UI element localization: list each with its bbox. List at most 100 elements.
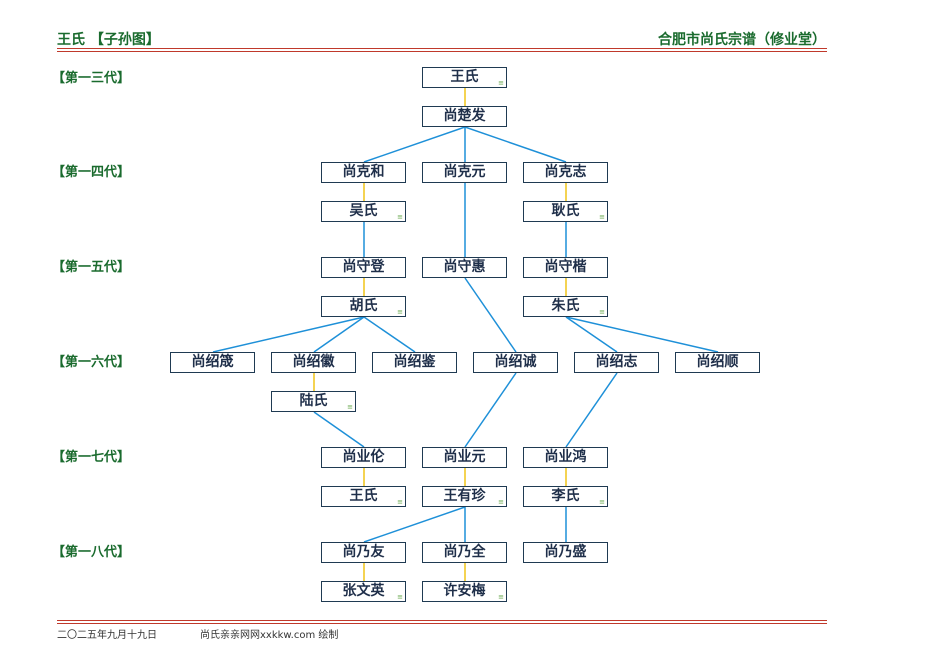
descent-line — [464, 126, 567, 163]
person-name: 朱氏 — [551, 298, 580, 314]
person-box[interactable]: 尚绍志 — [574, 352, 659, 373]
descent-line — [565, 372, 618, 448]
descent-line — [363, 506, 466, 543]
spouse-mark-icon: ≡ — [397, 498, 403, 506]
footer-date: 二〇二五年九月十九日 — [57, 630, 157, 641]
spouse-mark-icon: ≡ — [599, 213, 605, 221]
person-name: 尚乃全 — [443, 544, 486, 560]
spouse-mark-icon: ≡ — [347, 403, 353, 411]
person-box[interactable]: 尚乃盛 — [523, 542, 608, 563]
person-box[interactable]: 王氏 ≡ — [422, 67, 507, 88]
person-box[interactable]: 王氏 ≡ — [321, 486, 406, 507]
person-box[interactable]: 许安梅 ≡ — [422, 581, 507, 602]
descent-lines — [212, 126, 719, 543]
person-name: 尚绍志 — [595, 354, 638, 370]
person-name: 尚绍顺 — [696, 354, 739, 370]
descent-line — [363, 126, 466, 163]
generation-label-17: 【第一七代】 — [52, 450, 131, 465]
person-box[interactable]: 尚乃全 — [422, 542, 507, 563]
person-box[interactable]: 耿氏 ≡ — [523, 201, 608, 222]
person-box[interactable]: 尚楚发 — [422, 106, 507, 127]
person-name: 李氏 — [551, 488, 580, 504]
generation-label-16: 【第一六代】 — [52, 355, 131, 370]
spouse-lines — [313, 88, 567, 581]
person-name: 王有珍 — [443, 488, 486, 504]
person-box[interactable]: 尚绍徽 — [271, 352, 356, 373]
spouse-mark-icon: ≡ — [599, 308, 605, 316]
spouse-mark-icon: ≡ — [397, 213, 403, 221]
footer-credit: 尚氏亲亲网网xxkkw.com 绘制 — [200, 630, 339, 641]
person-name: 耿氏 — [551, 203, 580, 219]
person-name: 许安梅 — [443, 583, 486, 599]
descent-line — [313, 316, 365, 353]
header-rule-top — [57, 48, 827, 49]
person-box[interactable]: 尚绍鉴 — [372, 352, 457, 373]
person-name: 尚克和 — [342, 164, 385, 180]
person-box[interactable]: 尚克和 — [321, 162, 406, 183]
person-box[interactable]: 尚绍筬 — [170, 352, 255, 373]
person-box[interactable]: 尚守楷 — [523, 257, 608, 278]
person-name: 尚绍徽 — [292, 354, 335, 370]
person-box[interactable]: 胡氏 ≡ — [321, 296, 406, 317]
header-rule-bottom — [57, 51, 827, 52]
generation-label-18: 【第一八代】 — [52, 545, 131, 560]
descent-line — [565, 316, 719, 353]
person-name: 王氏 — [349, 488, 378, 504]
footer-rule-bottom — [57, 623, 827, 624]
spouse-mark-icon: ≡ — [498, 593, 504, 601]
person-name: 尚绍诚 — [494, 354, 537, 370]
person-name: 胡氏 — [349, 298, 378, 314]
person-box[interactable]: 陆氏 ≡ — [271, 391, 356, 412]
person-name: 尚绍鉴 — [393, 354, 436, 370]
spouse-mark-icon: ≡ — [498, 498, 504, 506]
person-name: 尚业伦 — [342, 449, 385, 465]
person-box[interactable]: 尚业伦 — [321, 447, 406, 468]
person-name: 尚守楷 — [544, 259, 587, 275]
footer-rule-top — [57, 620, 827, 621]
spouse-mark-icon: ≡ — [599, 498, 605, 506]
person-box[interactable]: 王有珍 ≡ — [422, 486, 507, 507]
person-name: 尚守惠 — [443, 259, 486, 275]
page-title: 王氏 【子孙图】 — [57, 32, 160, 48]
generation-label-13: 【第一三代】 — [52, 71, 131, 86]
person-box[interactable]: 尚克元 — [422, 162, 507, 183]
person-box[interactable]: 张文英 ≡ — [321, 581, 406, 602]
person-name: 尚守登 — [342, 259, 385, 275]
person-name: 尚业元 — [443, 449, 486, 465]
person-name: 吴氏 — [349, 203, 378, 219]
person-name: 尚绍筬 — [191, 354, 234, 370]
person-name: 陆氏 — [299, 393, 328, 409]
person-name: 尚业鸿 — [544, 449, 587, 465]
descent-line — [212, 316, 365, 353]
generation-label-14: 【第一四代】 — [52, 165, 131, 180]
person-box[interactable]: 尚乃友 — [321, 542, 406, 563]
descent-line — [464, 372, 517, 448]
descent-line — [565, 316, 618, 353]
descent-line — [363, 316, 416, 353]
person-box[interactable]: 尚守惠 — [422, 257, 507, 278]
generation-label-15: 【第一五代】 — [52, 260, 131, 275]
person-box[interactable]: 李氏 ≡ — [523, 486, 608, 507]
person-box[interactable]: 吴氏 ≡ — [321, 201, 406, 222]
person-box[interactable]: 尚守登 — [321, 257, 406, 278]
person-box[interactable]: 尚业元 — [422, 447, 507, 468]
person-box[interactable]: 尚克志 — [523, 162, 608, 183]
spouse-mark-icon: ≡ — [397, 308, 403, 316]
spouse-mark-icon: ≡ — [498, 79, 504, 87]
person-name: 尚克志 — [544, 164, 587, 180]
descent-line — [464, 277, 517, 353]
person-box[interactable]: 尚业鸿 — [523, 447, 608, 468]
spouse-mark-icon: ≡ — [397, 593, 403, 601]
descent-line — [313, 411, 365, 448]
person-name: 尚楚发 — [443, 108, 486, 124]
genealogy-title: 合肥市尚氏宗谱（修业堂） — [658, 32, 826, 48]
person-name: 张文英 — [342, 583, 385, 599]
person-box[interactable]: 尚绍顺 — [675, 352, 760, 373]
person-box[interactable]: 尚绍诚 — [473, 352, 558, 373]
person-box[interactable]: 朱氏 ≡ — [523, 296, 608, 317]
person-name: 王氏 — [450, 69, 479, 85]
person-name: 尚乃友 — [342, 544, 385, 560]
person-name: 尚克元 — [443, 164, 486, 180]
person-name: 尚乃盛 — [544, 544, 587, 560]
